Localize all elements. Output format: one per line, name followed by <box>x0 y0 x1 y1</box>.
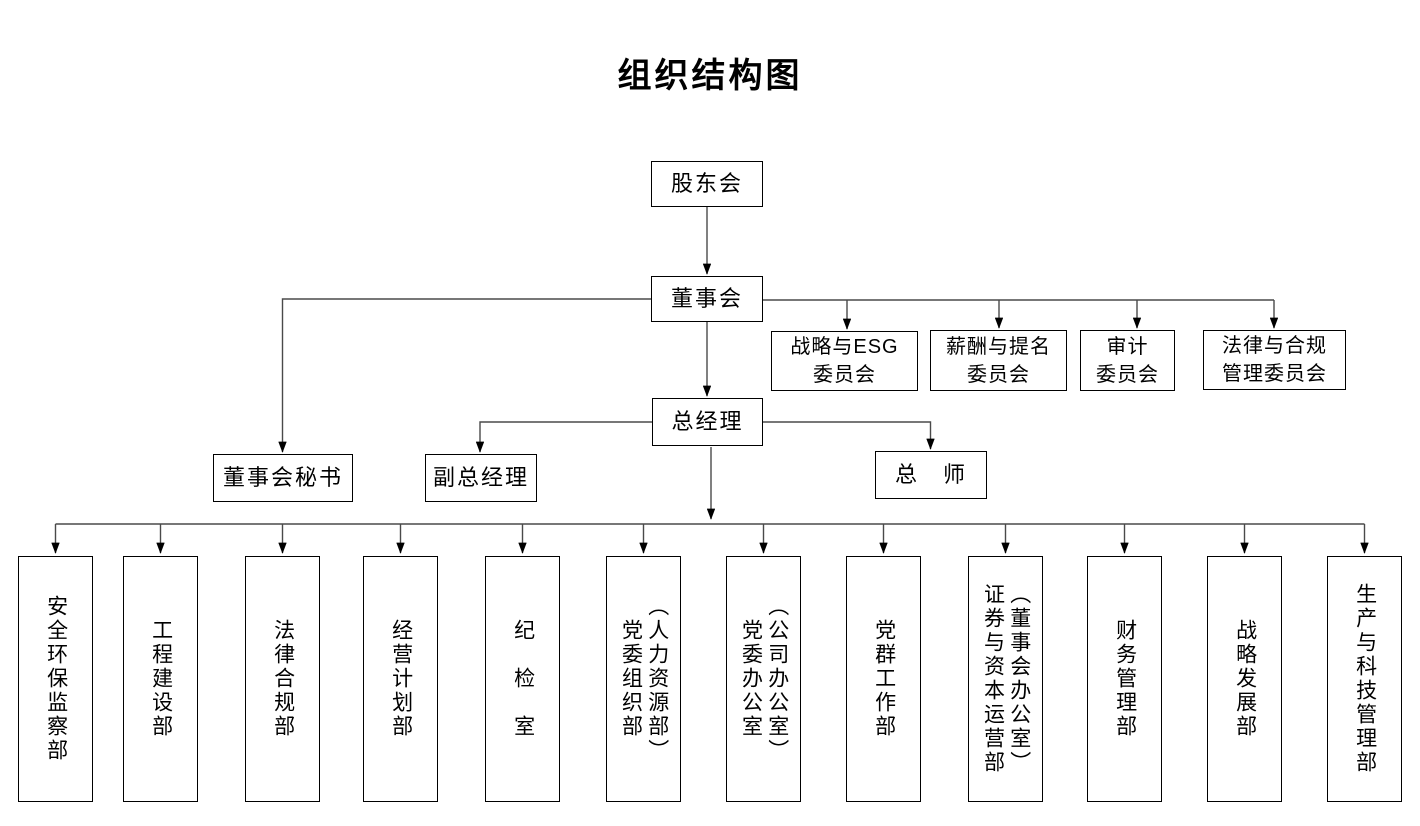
committee-audit: 审计 委员会 <box>1080 330 1175 391</box>
dept-finance-management-label: 财务管理部 <box>1113 619 1137 739</box>
committee-strategy-esg: 战略与ESG 委员会 <box>771 331 918 391</box>
node-general-manager: 总经理 <box>652 398 763 446</box>
dept-party-mass-work-label: 党群工作部 <box>872 619 896 739</box>
committee-audit-label: 审计 委员会 <box>1096 335 1159 386</box>
node-deputy-general-manager: 副总经理 <box>425 454 537 502</box>
node-board-label: 董事会 <box>670 286 743 312</box>
committee-remuneration-nomination: 薪酬与提名 委员会 <box>930 330 1067 391</box>
node-board-secretary-label: 董事会秘书 <box>222 465 343 491</box>
node-shareholders: 股东会 <box>651 161 763 207</box>
dept-finance-management: 财务管理部 <box>1087 556 1162 802</box>
node-shareholders-label: 股东会 <box>670 171 743 197</box>
connector-gm-chief <box>763 421 935 450</box>
dept-discipline-inspection-label: 纪 检 室 <box>511 619 535 739</box>
dept-strategy-development: 战略发展部 <box>1207 556 1282 802</box>
committee-legal-compliance: 法律与合规 管理委员会 <box>1203 330 1346 390</box>
node-general-manager-label: 总经理 <box>671 409 744 435</box>
dept-securities-capital-operation: 证券与资本运营部 （董事会办公室） <box>968 556 1043 802</box>
dept-safety-environment-supervision-label: 安全环保监察部 <box>44 595 68 763</box>
dept-legal-compliance: 法律合规部 <box>245 556 320 802</box>
dept-strategy-development-label: 战略发展部 <box>1233 619 1257 739</box>
connector-board-secretary <box>278 298 651 453</box>
node-board: 董事会 <box>651 276 763 322</box>
dept-party-committee-office-label: 党委办公室 （公司办公室） <box>739 595 789 763</box>
dept-discipline-inspection: 纪 检 室 <box>485 556 560 802</box>
committee-remuneration-nomination-label: 薪酬与提名 委员会 <box>946 335 1051 386</box>
dept-party-organization-hr: 党委组织部 （人力资源部） <box>606 556 681 802</box>
node-chief-engineer-label: 总 师 <box>894 462 967 488</box>
dept-party-organization-hr-label: 党委组织部 （人力资源部） <box>619 595 669 763</box>
dept-engineering-construction-label: 工程建设部 <box>149 619 173 739</box>
committee-strategy-esg-label: 战略与ESG 委员会 <box>790 336 899 386</box>
dept-party-committee-office: 党委办公室 （公司办公室） <box>726 556 801 802</box>
dept-legal-compliance-label: 法律合规部 <box>271 619 295 739</box>
dept-safety-environment-supervision: 安全环保监察部 <box>18 556 93 802</box>
dept-production-technology-management-label: 生产与科技管理部 <box>1353 583 1377 775</box>
dept-securities-capital-operation-label: 证券与资本运营部 （董事会办公室） <box>981 583 1031 775</box>
dept-engineering-construction: 工程建设部 <box>123 556 198 802</box>
dept-production-technology-management: 生产与科技管理部 <box>1327 556 1402 802</box>
dept-party-mass-work: 党群工作部 <box>846 556 921 802</box>
node-chief-engineer: 总 师 <box>875 451 987 499</box>
connector-gm-deputy <box>475 421 652 453</box>
dept-operation-planning: 经营计划部 <box>363 556 438 802</box>
page-title: 组织结构图 <box>617 57 803 95</box>
dept-operation-planning-label: 经营计划部 <box>389 619 413 739</box>
committee-legal-compliance-label: 法律与合规 管理委员会 <box>1222 335 1327 385</box>
node-board-secretary: 董事会秘书 <box>213 454 353 502</box>
node-deputy-general-manager-label: 副总经理 <box>432 465 529 491</box>
